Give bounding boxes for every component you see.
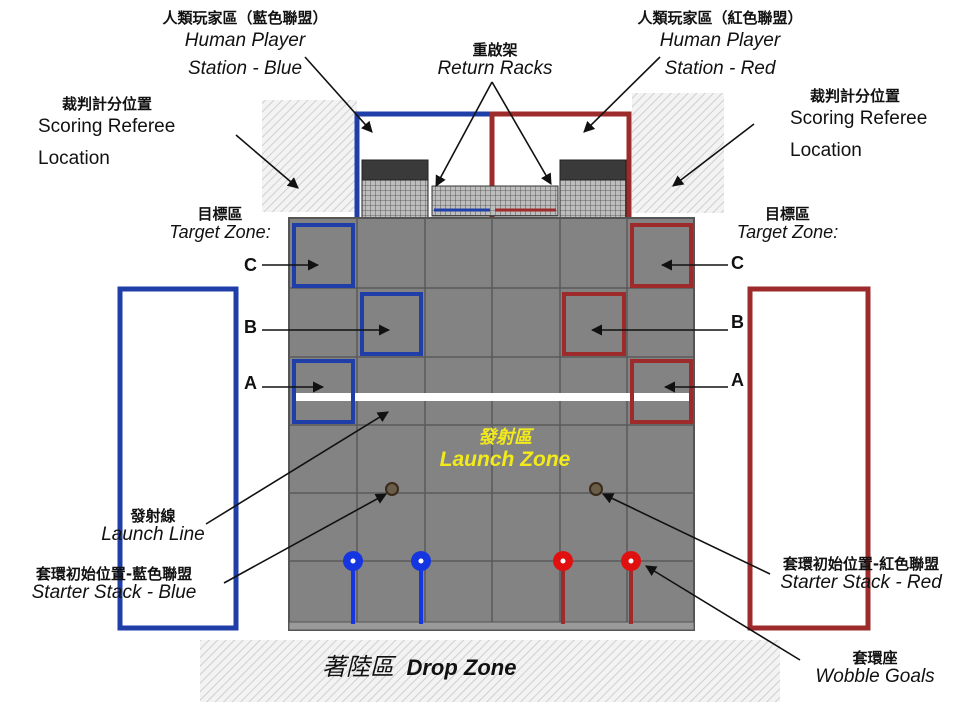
starter-stack-blue-en: Starter Stack - Blue [31, 581, 197, 603]
return-racks-en: Return Racks [437, 57, 553, 79]
leader-arrows [205, 56, 801, 661]
zone-a-left: A [244, 373, 257, 393]
drop-zone-area [200, 640, 780, 702]
human-player-blue-en2: Station - Blue [187, 58, 303, 80]
target-zone-right-label: 目標區 Target Zone: [725, 206, 850, 242]
launch-line [292, 393, 692, 401]
human-player-blue-zh: 人類玩家區（藍色聯盟） [162, 9, 328, 27]
human-player-red-zh: 人類玩家區（紅色聯盟） [637, 9, 803, 27]
human-player-red-en1: Human Player [659, 29, 781, 51]
launch-zone-zh: 發射區 [478, 427, 532, 448]
target-zone-red-a [630, 359, 693, 424]
referee-right-en2: Location [790, 140, 862, 162]
zone-c-left: C [244, 255, 257, 275]
human-player-blue-en1: Human Player [184, 29, 306, 51]
launch-line-en: Launch Line [101, 523, 205, 545]
referee-left-en2: Location [38, 148, 110, 170]
target-zone-red-b [562, 292, 626, 356]
zone-a-right: A [731, 370, 744, 390]
wobble-goals [343, 551, 641, 624]
starter-stack-blue [385, 482, 399, 496]
alliance-area-blue [117, 286, 239, 631]
alliance-area-red [747, 286, 871, 631]
referee-right-zh: 裁判計分位置 [810, 87, 901, 105]
target-zone-red-c [630, 223, 693, 288]
starter-stack-red-zh: 套環初始位置-紅色聯盟 [782, 555, 940, 573]
human-player-blue-label: 人類玩家區（藍色聯盟） Human Player Station - Blue [150, 10, 340, 80]
starter-stack-red-en: Starter Stack - Red [780, 571, 942, 593]
target-zone-blue-b [360, 292, 423, 356]
starter-stack-blue-zh: 套環初始位置-藍色聯盟 [35, 565, 193, 583]
wobble-goals-label: 套環座 Wobble Goals [800, 650, 950, 687]
wobble-goals-en: Wobble Goals [815, 665, 935, 687]
referee-left-en1: Scoring Referee [38, 115, 176, 137]
launch-line-zh: 發射線 [130, 507, 176, 525]
referee-area-left [262, 100, 357, 212]
human-player-red-label: 人類玩家區（紅色聯盟） Human Player Station - Red [620, 10, 820, 80]
target-zone-left-label: 目標區 Target Zone: [160, 206, 280, 242]
target-zone-right-zh: 目標區 [764, 205, 810, 223]
zone-c-right: C [731, 253, 744, 273]
target-zone-blue-c [292, 223, 355, 288]
launch-line-label: 發射線 Launch Line [78, 508, 228, 545]
target-zone-blue-a [292, 359, 355, 424]
referee-left-label: 裁判計分位置 Scoring Referee Location [38, 96, 175, 170]
drop-zone-label: 著陸區 Drop Zone [322, 654, 516, 680]
wobble-goals-zh: 套環座 [852, 649, 898, 667]
launch-zone-label: 發射區 Launch Zone [405, 428, 605, 471]
launch-zone-en: Launch Zone [439, 447, 571, 471]
target-zone-right-en: Target Zone: [736, 221, 839, 242]
return-racks [361, 159, 627, 221]
referee-area-right [632, 93, 724, 213]
human-player-red-en2: Station - Red [664, 58, 776, 80]
drop-zone-zh: 著陸區 [322, 653, 394, 681]
zone-b-left: B [244, 317, 257, 337]
referee-left-zh: 裁判計分位置 [62, 95, 153, 113]
target-zone-left-zh: 目標區 [197, 205, 243, 223]
starter-stack-red-label: 套環初始位置-紅色聯盟 Starter Stack - Red [762, 556, 960, 593]
referee-right-label: 裁判計分位置 Scoring Referee Location [790, 88, 927, 162]
starter-stack-blue-label: 套環初始位置-藍色聯盟 Starter Stack - Blue [4, 566, 224, 603]
referee-right-en1: Scoring Referee [790, 107, 928, 129]
target-zone-left-en: Target Zone: [169, 221, 271, 242]
starter-stack-red [589, 482, 603, 496]
return-racks-zh: 重啟架 [472, 41, 518, 59]
drop-zone-en: Drop Zone [406, 655, 517, 680]
zone-b-right: B [731, 312, 744, 332]
return-racks-label: 重啟架 Return Racks [425, 42, 565, 79]
